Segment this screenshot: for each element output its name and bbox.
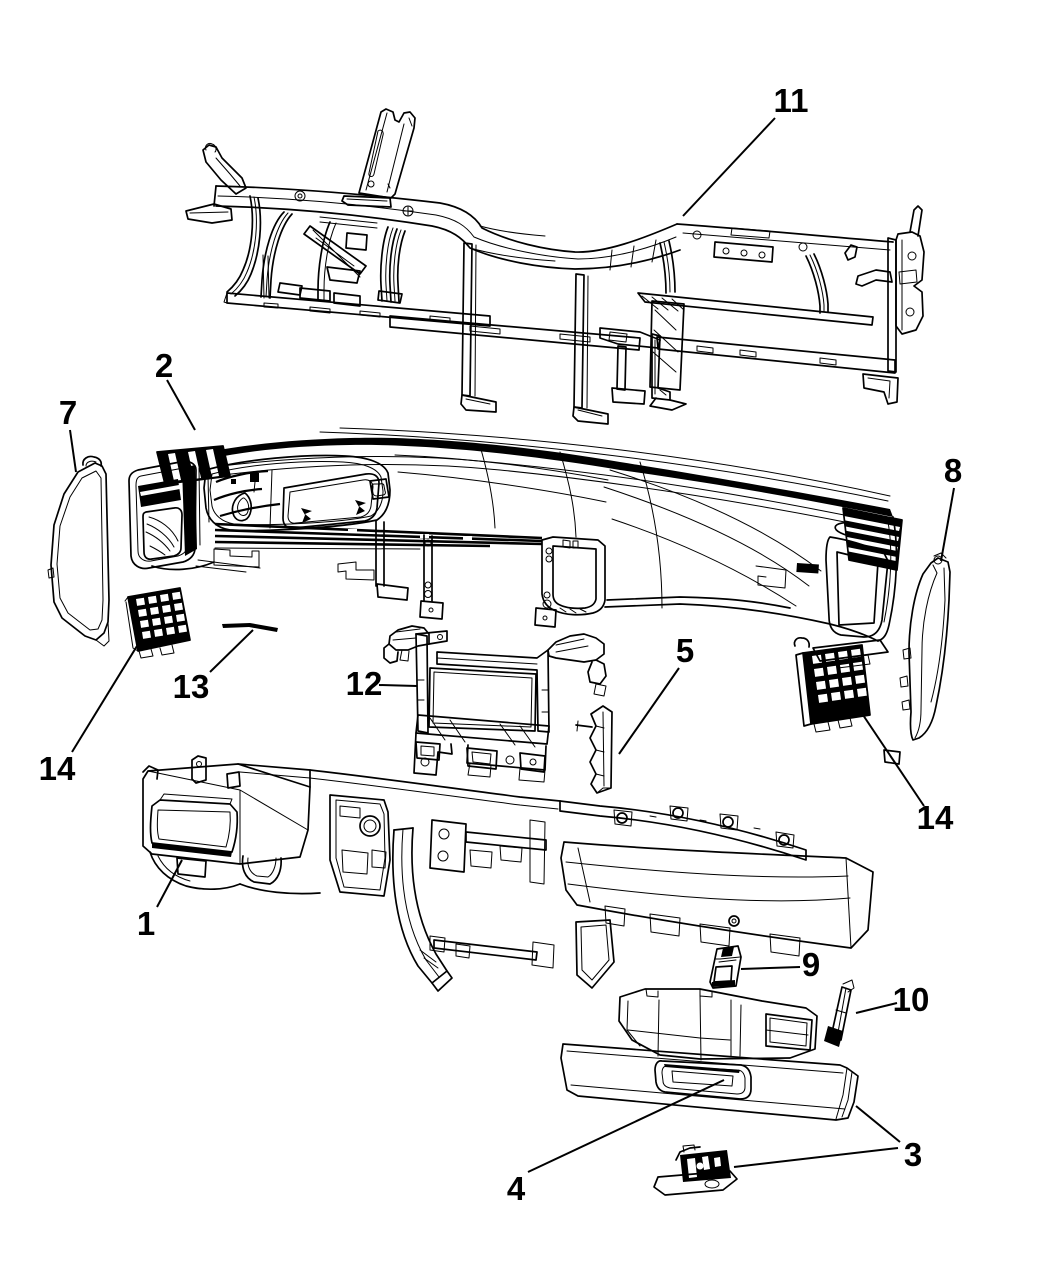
svg-text:14: 14 bbox=[917, 799, 954, 836]
svg-text:4: 4 bbox=[507, 1170, 526, 1207]
svg-text:8: 8 bbox=[944, 452, 962, 489]
svg-text:5: 5 bbox=[676, 632, 694, 669]
svg-text:10: 10 bbox=[893, 981, 930, 1018]
svg-text:13: 13 bbox=[173, 668, 210, 705]
svg-text:3: 3 bbox=[904, 1136, 922, 1173]
svg-text:11: 11 bbox=[774, 82, 809, 119]
svg-text:1: 1 bbox=[137, 905, 155, 942]
svg-text:14: 14 bbox=[39, 750, 76, 787]
svg-text:12: 12 bbox=[346, 665, 383, 702]
svg-text:2: 2 bbox=[155, 347, 173, 384]
svg-text:9: 9 bbox=[802, 946, 820, 983]
svg-text:7: 7 bbox=[59, 394, 77, 431]
